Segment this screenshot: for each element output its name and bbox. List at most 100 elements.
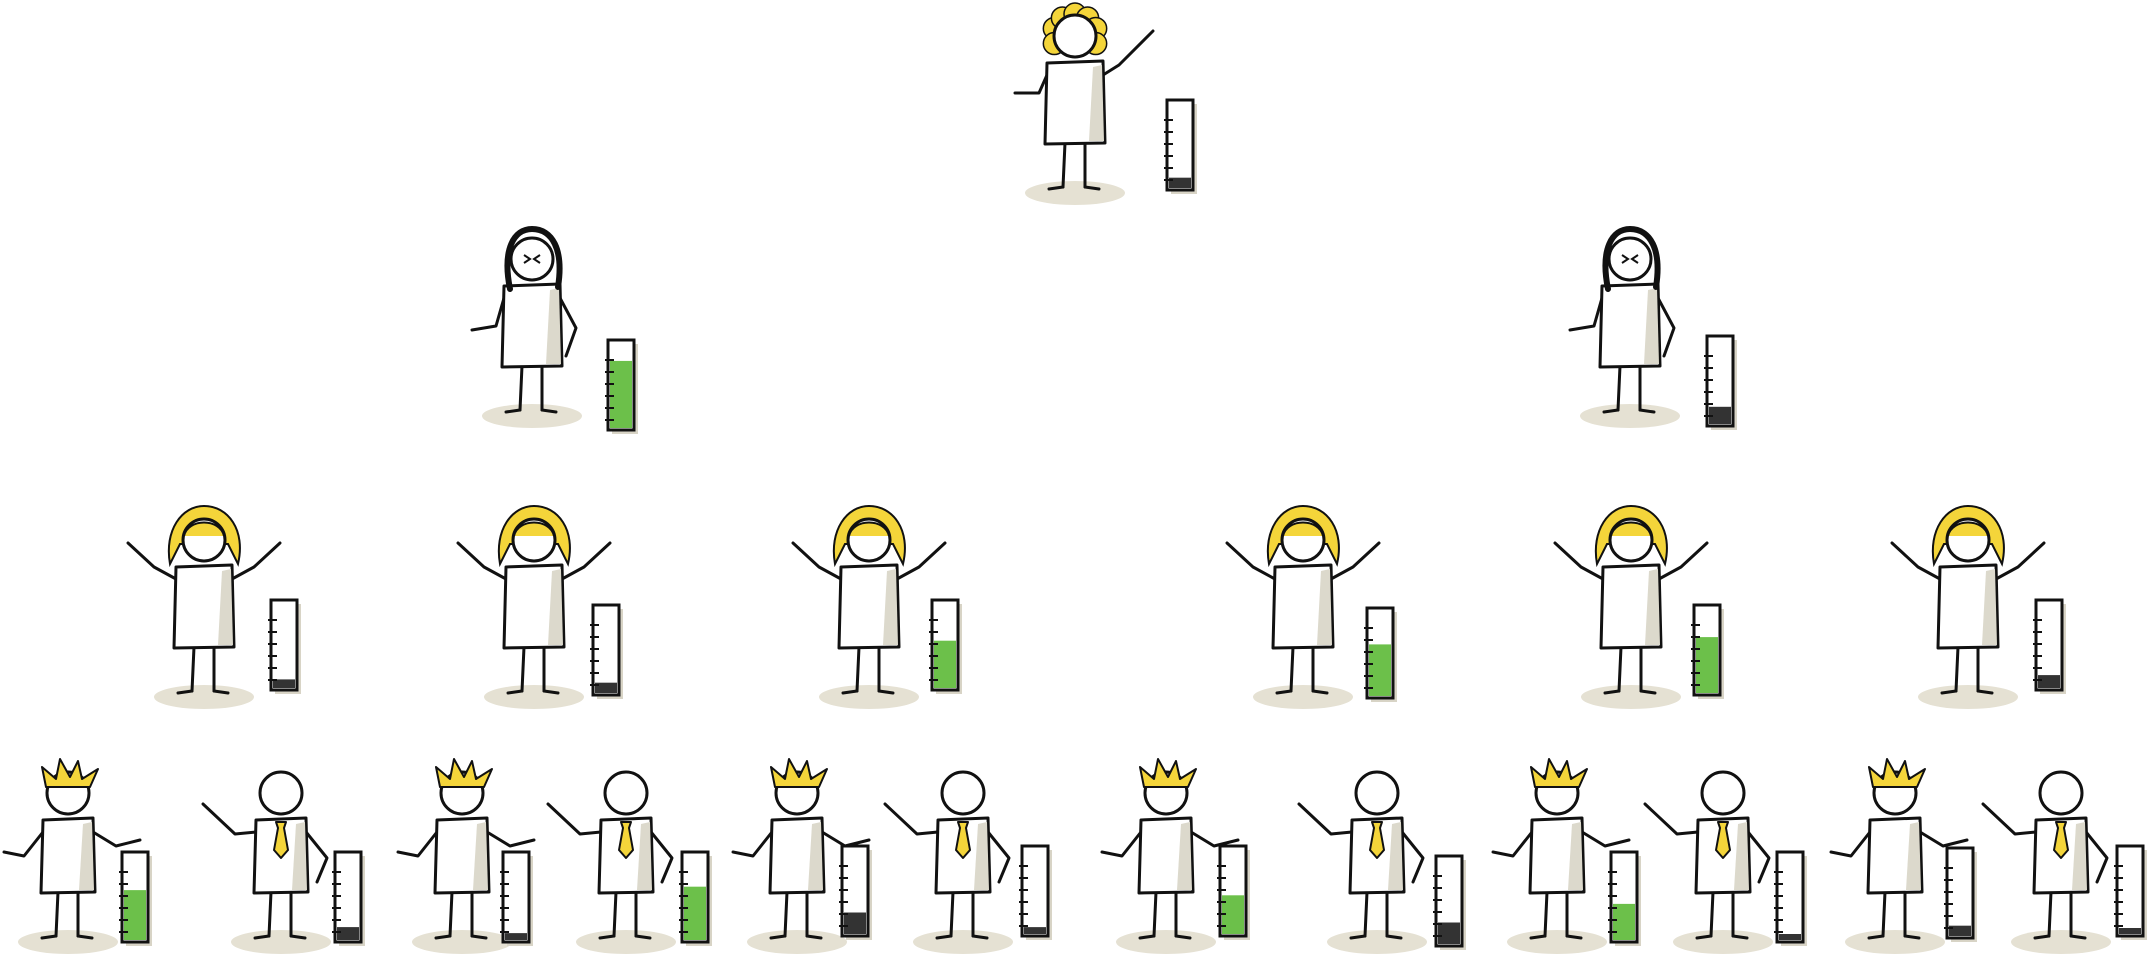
right-arm xyxy=(93,832,140,846)
right-arm xyxy=(988,832,1009,882)
person-man-spiky-blond xyxy=(1102,759,1250,954)
left-arm xyxy=(472,298,504,330)
level-gauge xyxy=(2033,600,2066,694)
person-woman-blond-bob-arms-raised xyxy=(793,506,962,709)
right-foot xyxy=(879,691,893,693)
left-leg xyxy=(192,647,194,691)
left-leg xyxy=(857,647,859,691)
right-foot xyxy=(807,936,821,938)
right-foot xyxy=(1085,187,1099,189)
head xyxy=(1702,772,1744,814)
left-foot xyxy=(1140,936,1154,938)
gauge-fill-level xyxy=(1779,934,1801,940)
left-arm xyxy=(398,832,437,856)
ground-shadow xyxy=(1673,930,1773,954)
person-woman-blond-bob-arms-raised xyxy=(1555,506,1724,709)
left-foot xyxy=(506,410,520,412)
left-foot xyxy=(178,691,192,693)
ground-shadow xyxy=(1845,930,1945,954)
head xyxy=(1054,15,1096,57)
right-arm xyxy=(487,832,534,846)
right-foot xyxy=(291,936,305,938)
left-arm xyxy=(1570,298,1602,330)
right-arm xyxy=(1920,832,1967,846)
right-foot xyxy=(1641,691,1655,693)
left-arm xyxy=(885,804,938,834)
ground-shadow xyxy=(1116,930,1216,954)
person-man-with-tie xyxy=(203,772,365,954)
level-gauge xyxy=(332,852,365,946)
left-leg xyxy=(785,892,787,936)
left-leg xyxy=(1545,892,1547,936)
level-gauge xyxy=(1704,336,1737,430)
right-foot xyxy=(1978,691,1992,693)
ground-shadow xyxy=(1581,685,1681,709)
right-arm xyxy=(822,832,869,846)
right-foot xyxy=(78,936,92,938)
level-gauge xyxy=(1691,605,1724,699)
person-woman-dark-hair xyxy=(472,229,638,434)
hierarchy-level-4 xyxy=(4,759,2147,954)
head xyxy=(1356,772,1398,814)
right-foot xyxy=(973,936,987,938)
level-gauge xyxy=(1433,856,1466,950)
left-leg xyxy=(1956,647,1958,691)
ground-shadow xyxy=(1253,685,1353,709)
left-leg xyxy=(1711,892,1713,936)
left-arm xyxy=(1015,75,1047,93)
ground-shadow xyxy=(1580,404,1680,428)
left-foot xyxy=(1049,187,1063,189)
right-arm xyxy=(1748,832,1769,882)
left-arm xyxy=(1983,804,2036,834)
right-arm xyxy=(1191,832,1238,846)
left-foot xyxy=(937,936,951,938)
left-arm xyxy=(4,832,43,856)
right-arm xyxy=(651,832,672,882)
gauge-fill-level xyxy=(610,361,632,428)
ground-shadow xyxy=(1507,930,1607,954)
left-leg xyxy=(2049,892,2051,936)
left-foot xyxy=(1351,936,1365,938)
person-man-spiky-blond xyxy=(733,759,872,954)
left-leg xyxy=(56,892,58,936)
left-arm xyxy=(1299,804,1352,834)
person-woman-blond-bob-arms-raised xyxy=(1892,506,2066,709)
level-gauge xyxy=(1019,846,1052,940)
left-leg xyxy=(1365,892,1367,936)
level-gauge xyxy=(1364,608,1397,702)
right-foot xyxy=(1313,691,1327,693)
left-foot xyxy=(1869,936,1883,938)
level-gauge xyxy=(500,852,533,946)
right-foot xyxy=(472,936,486,938)
right-arm xyxy=(306,832,327,882)
left-leg xyxy=(520,366,522,410)
left-leg xyxy=(1291,647,1293,691)
ground-shadow xyxy=(482,404,582,428)
ground-shadow xyxy=(484,685,584,709)
ground-shadow xyxy=(2011,930,2111,954)
right-arm xyxy=(2086,832,2107,882)
head xyxy=(942,772,984,814)
level-gauge xyxy=(119,852,152,946)
right-foot xyxy=(1640,410,1654,412)
gauge-fill-level xyxy=(2038,675,2060,688)
ground-shadow xyxy=(1918,685,2018,709)
gauge-fill-level xyxy=(1024,927,1046,934)
level-gauge xyxy=(1217,846,1250,940)
left-leg xyxy=(1154,892,1156,936)
left-leg xyxy=(450,892,452,936)
gauge-fill-level xyxy=(1613,904,1635,940)
level-gauge xyxy=(268,600,301,694)
gauge-fill-level xyxy=(505,933,527,940)
level-gauge xyxy=(839,846,872,940)
right-arm xyxy=(1582,832,1629,846)
level-gauge xyxy=(929,600,962,694)
left-foot xyxy=(1277,691,1291,693)
left-foot xyxy=(436,936,450,938)
ground-shadow xyxy=(1327,930,1427,954)
left-leg xyxy=(1619,647,1621,691)
head xyxy=(605,772,647,814)
left-arm xyxy=(1831,832,1870,856)
level-gauge xyxy=(1608,852,1641,946)
